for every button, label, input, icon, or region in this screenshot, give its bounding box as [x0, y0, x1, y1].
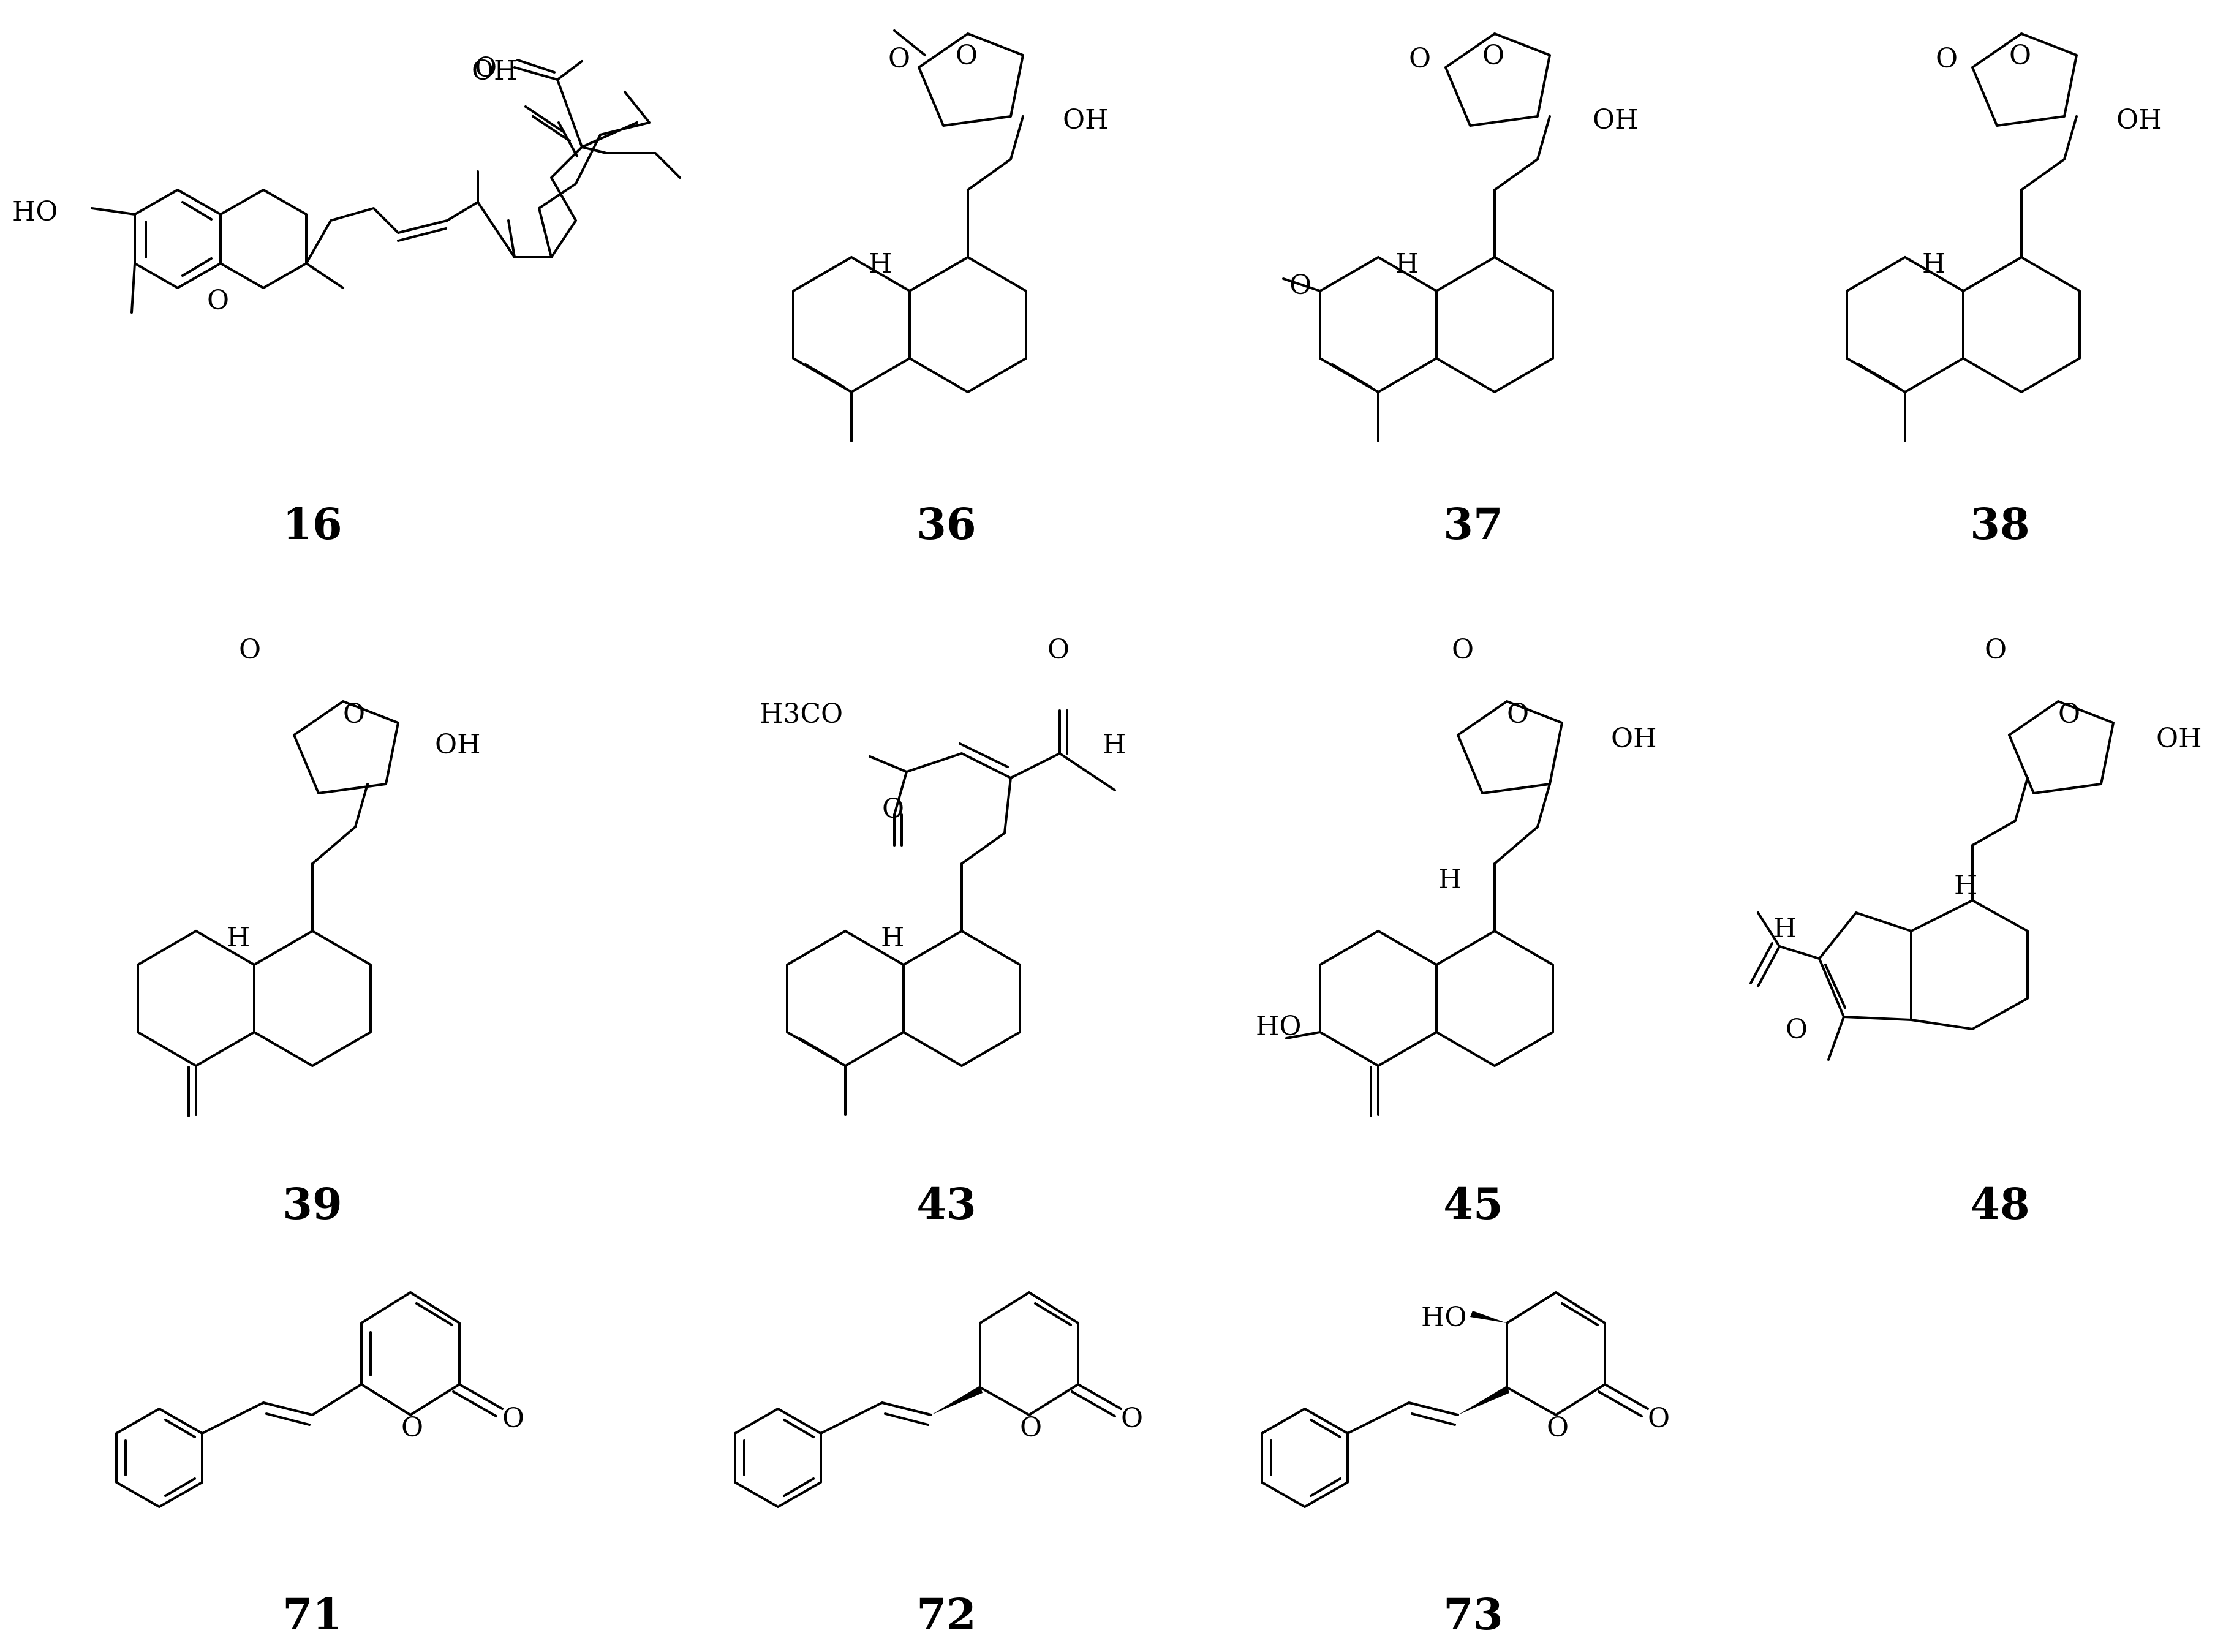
- compound-number: 38: [1970, 499, 2029, 549]
- atom-label: O: [1786, 1014, 1808, 1045]
- atom-label: O: [207, 285, 229, 316]
- atom-label: OH: [1063, 104, 1108, 135]
- atom-label: O: [2058, 698, 2080, 730]
- atom-label: O: [1482, 40, 1504, 71]
- atom-label: OH: [1611, 723, 1656, 754]
- compound-37: O O OH H O 37: [1282, 32, 1638, 549]
- compound-number: 16: [282, 499, 342, 549]
- atom-label: O: [1648, 1403, 1670, 1434]
- atom-label: O: [2009, 40, 2031, 71]
- compound-number: 43: [916, 1179, 976, 1229]
- compound-number: 48: [1970, 1179, 2029, 1229]
- compound-38: O O OH H 38: [1846, 32, 2162, 549]
- atom-label: H: [1922, 248, 1945, 279]
- compound-16: OH O HO O 16: [12, 52, 681, 549]
- compound-45-structure: [1285, 783, 1554, 1117]
- atom-label: O: [343, 698, 365, 730]
- atom-label: O: [475, 52, 497, 83]
- atom-label: H: [881, 922, 904, 953]
- compound-72: O O 72: [734, 1291, 1143, 1640]
- atom-label: OH: [2156, 723, 2202, 754]
- atom-label: O: [1547, 1412, 1569, 1443]
- compound-48-structure: [1749, 777, 2029, 1061]
- compound-73: HO O O 73: [1261, 1291, 1670, 1640]
- compound-number: 45: [1443, 1179, 1503, 1229]
- compound-73-structure: [1261, 1291, 1649, 1508]
- atom-label: O: [1507, 698, 1529, 730]
- atom-label: H: [227, 922, 250, 953]
- atom-label: HO: [1256, 1011, 1301, 1042]
- compound-number: 37: [1443, 499, 1503, 549]
- atom-label: O: [502, 1403, 524, 1434]
- compound-number: 71: [282, 1589, 342, 1640]
- compound-39: O O OH H 39: [137, 634, 480, 1229]
- atom-label: O: [1047, 634, 1070, 665]
- atom-label: HO: [1421, 1302, 1466, 1333]
- atom-label: O: [1985, 634, 2007, 665]
- atom-label: O: [882, 793, 904, 824]
- atom-label: H: [869, 248, 892, 279]
- atom-label: H: [1773, 913, 1797, 944]
- compound-71-structure: [115, 1291, 504, 1508]
- atom-label: O: [956, 40, 978, 71]
- compound-38-structure: [1846, 115, 2081, 442]
- compound-37-structure: [1282, 115, 1554, 442]
- compound-71: O O 71: [115, 1291, 524, 1640]
- atom-label: H: [1395, 248, 1419, 279]
- atom-label: H: [1438, 864, 1462, 895]
- compound-number: 73: [1443, 1589, 1503, 1640]
- compound-number: 39: [282, 1179, 342, 1229]
- atom-label: O: [1452, 634, 1474, 665]
- atom-label: O: [888, 43, 910, 74]
- atom-label: OH: [2116, 104, 2162, 135]
- atom-label: H3CO: [760, 698, 843, 730]
- atom-label: H: [1103, 729, 1126, 760]
- compound-48: O O OH H H O 48: [1749, 634, 2202, 1229]
- compound-number: 36: [916, 499, 976, 549]
- atom-label: OH: [435, 729, 480, 760]
- atom-label: O: [1020, 1412, 1042, 1443]
- atom-label: O: [401, 1412, 423, 1443]
- compound-43: H3CO O O H H 43: [760, 634, 1126, 1229]
- atom-label: O: [1409, 43, 1431, 74]
- compound-39-structure: [137, 783, 372, 1117]
- atom-label: H: [1954, 870, 1977, 901]
- atom-label: O: [1289, 270, 1311, 301]
- compound-45: O O OH H HO 45: [1256, 634, 1656, 1229]
- atom-label: O: [1121, 1403, 1143, 1434]
- atom-label: OH: [1593, 104, 1638, 135]
- compound-36-structure: [792, 115, 1027, 442]
- compound-72-structure: [734, 1291, 1122, 1508]
- compound-36: O O OH H 36: [792, 29, 1108, 549]
- compound-36-lactone: [893, 29, 1024, 127]
- compound-43-structure: [786, 709, 1116, 1116]
- compound-number: 72: [916, 1589, 976, 1640]
- atom-label: O: [1936, 43, 1958, 74]
- atom-label: HO: [12, 196, 58, 227]
- atom-label: O: [239, 634, 261, 665]
- atom-label: OH: [472, 55, 517, 86]
- compound-16-structure: [91, 59, 681, 314]
